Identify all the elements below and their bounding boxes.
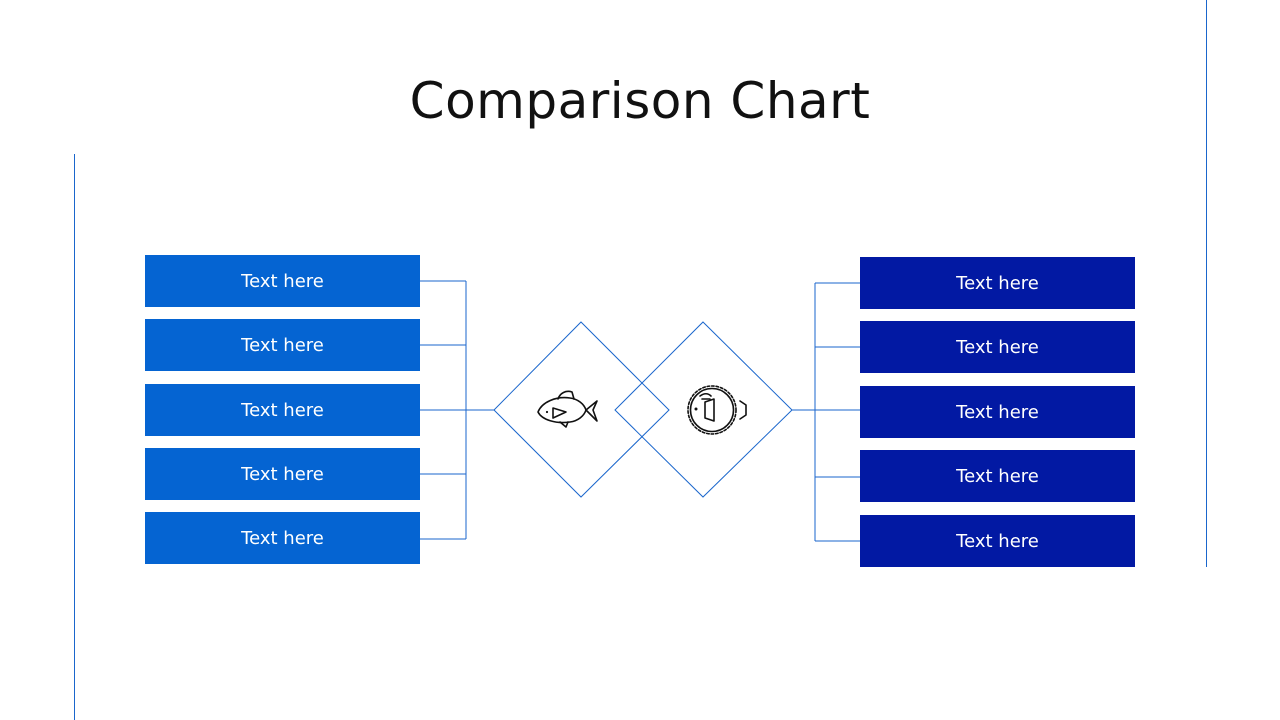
right-item-label: Text here [956,336,1039,358]
page-title: Comparison Chart [409,72,871,130]
right-item-5[interactable]: Text here [860,515,1135,567]
right-diamond [614,321,793,498]
pufferfish-icon [687,385,747,435]
left-item-label: Text here [241,463,324,485]
left-connectors [420,280,494,540]
left-item-label: Text here [241,270,324,292]
right-item-2[interactable]: Text here [860,321,1135,373]
left-item-label: Text here [241,334,324,356]
left-item-label: Text here [241,527,324,549]
left-item-4[interactable]: Text here [145,448,420,500]
left-diamond [493,321,670,498]
right-item-label: Text here [956,272,1039,294]
right-item-4[interactable]: Text here [860,450,1135,502]
left-accent-line [74,154,75,720]
right-item-3[interactable]: Text here [860,386,1135,438]
left-item-1[interactable]: Text here [145,255,420,307]
right-item-label: Text here [956,401,1039,423]
left-item-5[interactable]: Text here [145,512,420,564]
left-item-2[interactable]: Text here [145,319,420,371]
right-item-label: Text here [956,465,1039,487]
right-item-1[interactable]: Text here [860,257,1135,309]
fish-icon [537,390,598,428]
left-item-label: Text here [241,399,324,421]
right-accent-line [1206,0,1207,567]
left-item-3[interactable]: Text here [145,384,420,436]
right-connectors [792,282,860,542]
right-item-label: Text here [956,530,1039,552]
